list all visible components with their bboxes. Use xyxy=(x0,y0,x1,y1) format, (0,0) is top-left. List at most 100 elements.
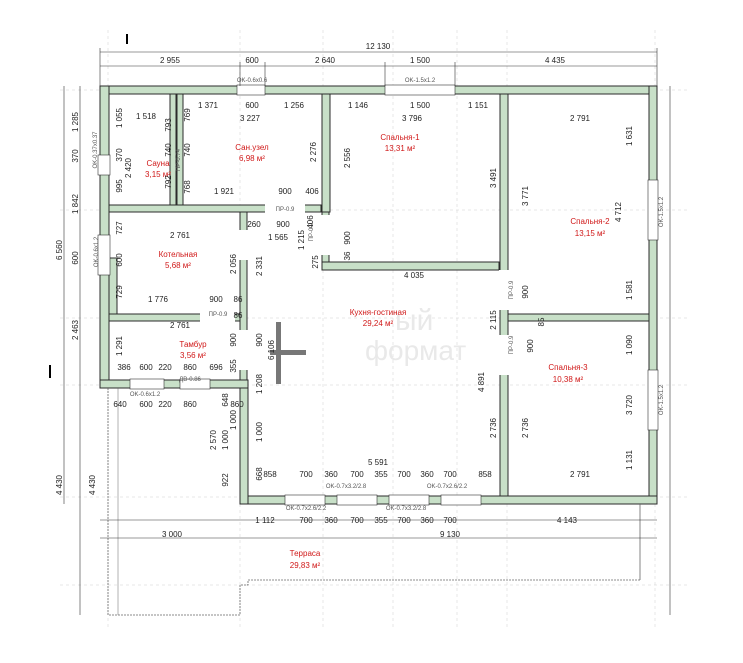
left-lower-dim-a: 4 430 xyxy=(55,474,64,495)
dim-3796: 3 796 xyxy=(402,114,423,123)
dim-1371: 1 371 xyxy=(198,101,219,110)
room-area-bedroom-1: 13,31 м² xyxy=(385,144,416,153)
bottom-dim-700a: 700 xyxy=(299,516,313,525)
dim-1000a: 1 000 xyxy=(221,429,230,450)
room-area-vestibule: 3,56 м² xyxy=(180,351,206,360)
dim-858a: 858 xyxy=(263,470,277,479)
dim-3771: 3 771 xyxy=(521,185,530,206)
dim-1000b: 1 000 xyxy=(255,421,264,442)
dim-4712: 4 712 xyxy=(614,201,623,222)
dim-600a: 600 xyxy=(245,101,259,110)
dim-1146: 1 146 xyxy=(348,101,369,110)
top-dim-4: 1 500 xyxy=(410,56,431,65)
section-cross-marker xyxy=(270,322,306,384)
dim-2791a: 2 791 xyxy=(570,114,591,123)
dim-2761a: 2 761 xyxy=(170,231,191,240)
dim-729: 729 xyxy=(115,285,124,299)
room-name-sauna: Сауна xyxy=(146,159,170,168)
dim-370: 370 xyxy=(115,148,124,162)
dim-727: 727 xyxy=(115,221,124,235)
window-label-bottom1: OK-0.7x3.2/2.8 xyxy=(326,484,367,490)
top-dim-2: 600 xyxy=(245,56,259,65)
left-dim-1: 1 285 xyxy=(71,111,80,132)
room-area-terrace: 29,83 м² xyxy=(290,561,321,570)
dim-1776: 1 776 xyxy=(148,295,169,304)
room-name-vestibule: Тамбур xyxy=(179,340,207,349)
dim-260: 260 xyxy=(247,220,261,229)
dim-3720: 3 720 xyxy=(625,394,634,415)
watermark-line1: ый xyxy=(395,304,433,337)
dim-355a: 355 xyxy=(229,359,238,373)
dim-640: 640 xyxy=(113,400,127,409)
dim-86b: 86 xyxy=(234,311,243,320)
terrace-outline xyxy=(107,388,641,616)
dim-696: 696 xyxy=(209,363,223,372)
dim-700a: 700 xyxy=(299,470,313,479)
dim-220b: 220 xyxy=(158,400,172,409)
bottom-dim-4143: 4 143 xyxy=(557,516,578,525)
dim-2736b: 2 736 xyxy=(521,417,530,438)
dim-1000c: 1 000 xyxy=(229,409,238,430)
dim-2331: 2 331 xyxy=(255,255,264,276)
room-name-terrace: Терраса xyxy=(290,549,321,558)
window-label-right2: OK-1.5x1.2 xyxy=(659,384,665,415)
dim-1565: 1 565 xyxy=(268,233,289,242)
dim-4891: 4 891 xyxy=(477,371,486,392)
left-total-dim: 6 560 xyxy=(55,239,64,260)
window-label-bottom2: OK-0.7x2.6/2.2 xyxy=(427,484,468,490)
dim-740a: 740 xyxy=(164,143,173,157)
dim-360a: 360 xyxy=(324,470,338,479)
room-name-bathroom: Сан.узел xyxy=(235,143,269,152)
dim-4035: 4 035 xyxy=(404,271,425,280)
dim-900c: 900 xyxy=(343,231,352,245)
dim-900b: 900 xyxy=(276,220,290,229)
dim-2420: 2 420 xyxy=(124,157,133,178)
dim-922: 922 xyxy=(221,473,230,487)
room-name-bedroom-1: Спальня-1 xyxy=(380,133,420,142)
room-name-kitchen: Кухня-гостиная xyxy=(350,308,407,317)
openings-gaps xyxy=(97,84,659,506)
left-dim-5: 2 463 xyxy=(71,319,80,340)
dim-700b: 700 xyxy=(350,470,364,479)
dim-1151: 1 151 xyxy=(468,101,489,110)
dim-769: 769 xyxy=(183,108,192,122)
dim-900e: 900 xyxy=(521,285,530,299)
dim-2570: 2 570 xyxy=(209,429,218,450)
dim-1518: 1 518 xyxy=(136,112,157,121)
dim-793: 793 xyxy=(164,118,173,132)
door-label-sauna: ПР-0.74 xyxy=(176,148,182,171)
dim-2056: 2 056 xyxy=(229,253,238,274)
left-dim-4: 600 xyxy=(71,251,80,265)
dim-1208: 1 208 xyxy=(255,373,264,394)
window-label-bottom4: OK-0.7x3.2/2.8 xyxy=(386,506,427,512)
left-dim-2: 370 xyxy=(71,149,80,163)
dim-2761b: 2 761 xyxy=(170,321,191,330)
bottom-dim-700b: 700 xyxy=(350,516,364,525)
dim-6106: 6 106 xyxy=(267,339,276,360)
dim-1291: 1 291 xyxy=(115,335,124,356)
dim-355b: 355 xyxy=(374,470,388,479)
dim-648: 648 xyxy=(221,393,230,407)
dim-406a: 406 xyxy=(305,187,319,196)
dim-275: 275 xyxy=(311,255,320,269)
inner-dimensions: 1 518 1 371 600 1 256 1 146 1 500 1 151 … xyxy=(113,101,590,479)
dim-1055: 1 055 xyxy=(115,107,124,128)
room-area-boiler: 5,68 м² xyxy=(165,261,191,270)
window-label-left1: OK-0.37x0.37 xyxy=(93,131,99,169)
room-name-bedroom-3: Спальня-3 xyxy=(548,363,588,372)
dim-5591: 5 591 xyxy=(368,458,389,467)
dim-3227: 3 227 xyxy=(240,114,261,123)
dim-86a: 86 xyxy=(234,295,243,304)
dim-900g: 900 xyxy=(255,333,264,347)
bottom-dim-360b: 360 xyxy=(420,516,434,525)
dim-740b: 740 xyxy=(183,143,192,157)
watermark-line2: формат xyxy=(365,335,466,366)
dim-1500: 1 500 xyxy=(410,101,431,110)
dim-860b: 860 xyxy=(183,400,197,409)
dim-1256: 1 256 xyxy=(284,101,305,110)
window-label-bottom3: OK-0.7x2.6/2.2 xyxy=(286,506,327,512)
dim-768: 768 xyxy=(183,180,192,194)
dim-85: 85 xyxy=(537,317,546,326)
dim-995: 995 xyxy=(115,179,124,193)
